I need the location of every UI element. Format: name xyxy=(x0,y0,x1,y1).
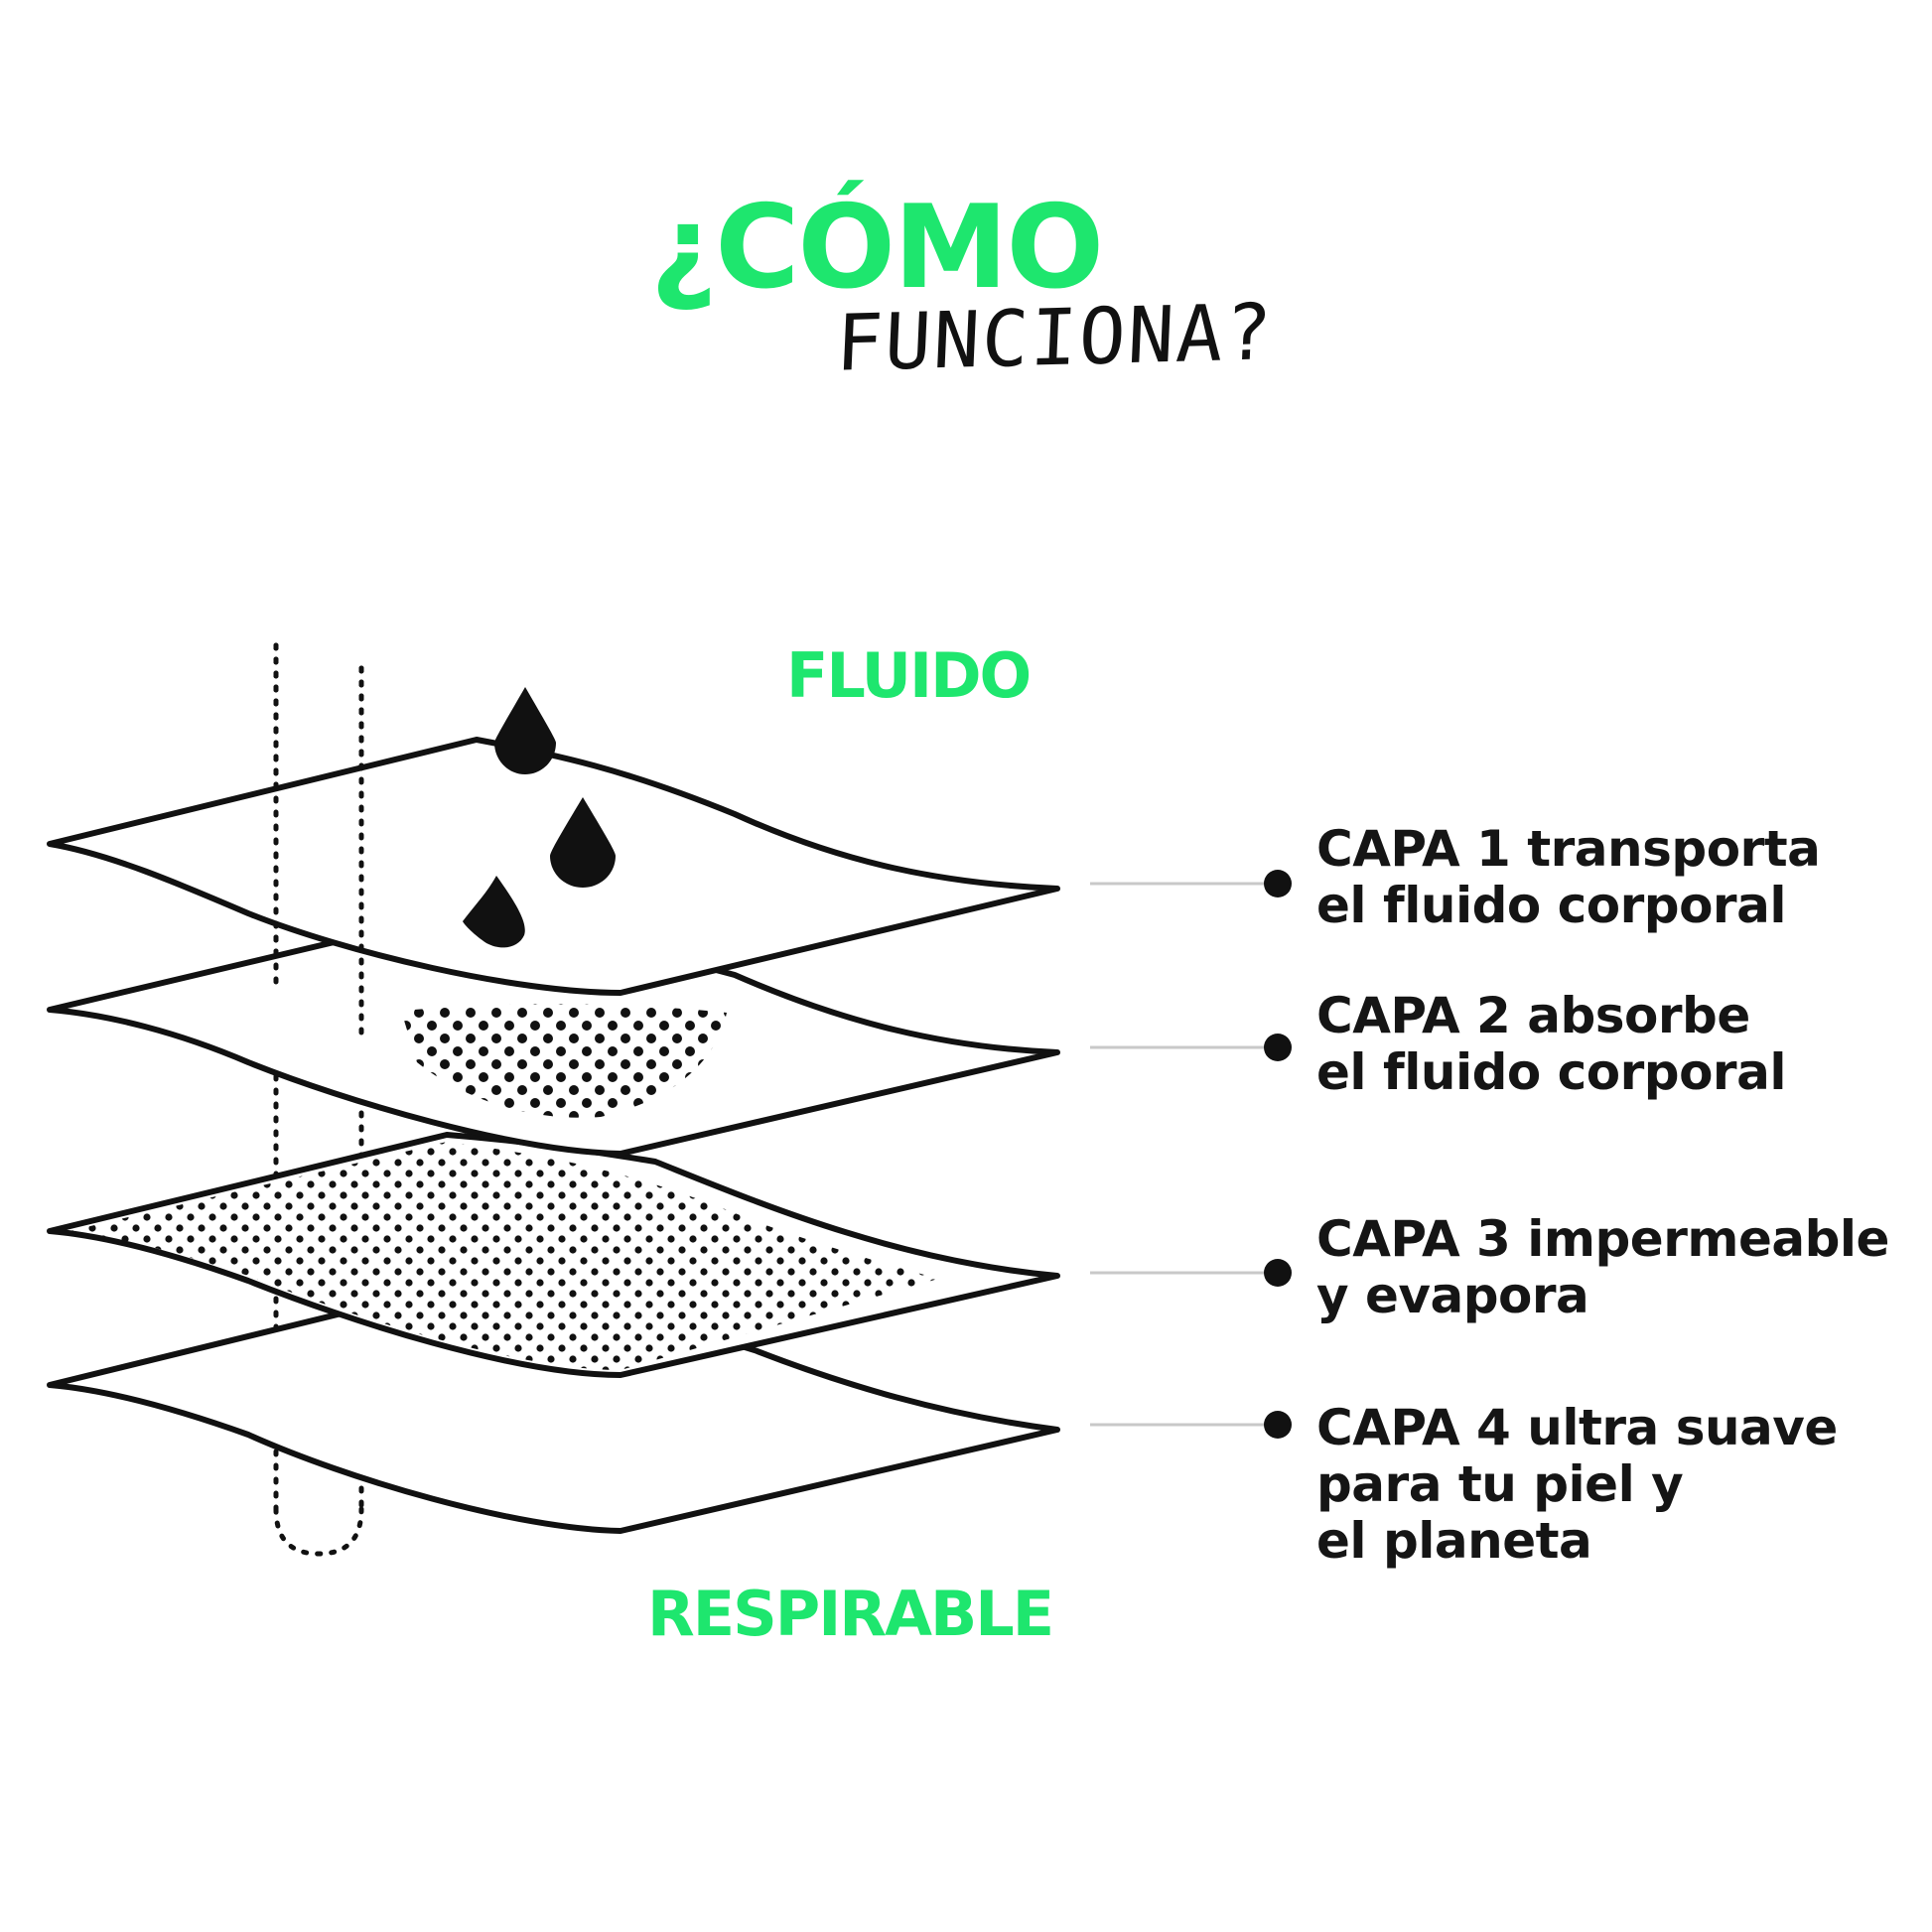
page-title: ¿CÓMO xyxy=(650,181,1104,315)
absorbent-core xyxy=(401,1004,727,1118)
layer-2-description: CAPA 2 absorbe el fluido corporal xyxy=(1316,988,1786,1101)
layer-4-connector xyxy=(1090,1411,1292,1439)
layer-2-line-1: CAPA 2 absorbe xyxy=(1316,987,1750,1044)
dotted-strand-front xyxy=(273,642,364,1035)
layer-1-connector xyxy=(1090,870,1292,897)
droplet-icon xyxy=(494,687,556,774)
layer-1-line-2: el fluido corporal xyxy=(1316,877,1786,934)
layer-3-sheet xyxy=(47,1132,1060,1378)
layer-2-connector xyxy=(1090,1034,1292,1061)
layer-1-line-1: CAPA 1 transporta xyxy=(1316,820,1821,878)
layer-3-line-2: y evapora xyxy=(1316,1267,1589,1324)
layer-2-line-2: el fluido corporal xyxy=(1316,1043,1786,1101)
layer-3-description: CAPA 3 impermeable y evapora xyxy=(1316,1211,1889,1324)
layer-4-line-2: para tu piel y xyxy=(1316,1455,1684,1513)
layer-3-line-1: CAPA 3 impermeable xyxy=(1316,1210,1889,1268)
breathable-label: RESPIRABLE xyxy=(647,1578,1054,1650)
droplet-icon xyxy=(550,797,616,888)
layer-4-line-3: el planeta xyxy=(1316,1512,1592,1570)
layer-4-line-1: CAPA 4 ultra suave xyxy=(1316,1399,1838,1456)
layer-3-connector xyxy=(1090,1259,1292,1287)
droplet-icon xyxy=(463,876,525,948)
fluid-label: FLUIDO xyxy=(786,639,1032,712)
layer-4-description: CAPA 4 ultra suave para tu piel y el pla… xyxy=(1316,1400,1838,1570)
layer-1-description: CAPA 1 transporta el fluido corporal xyxy=(1316,820,1821,934)
